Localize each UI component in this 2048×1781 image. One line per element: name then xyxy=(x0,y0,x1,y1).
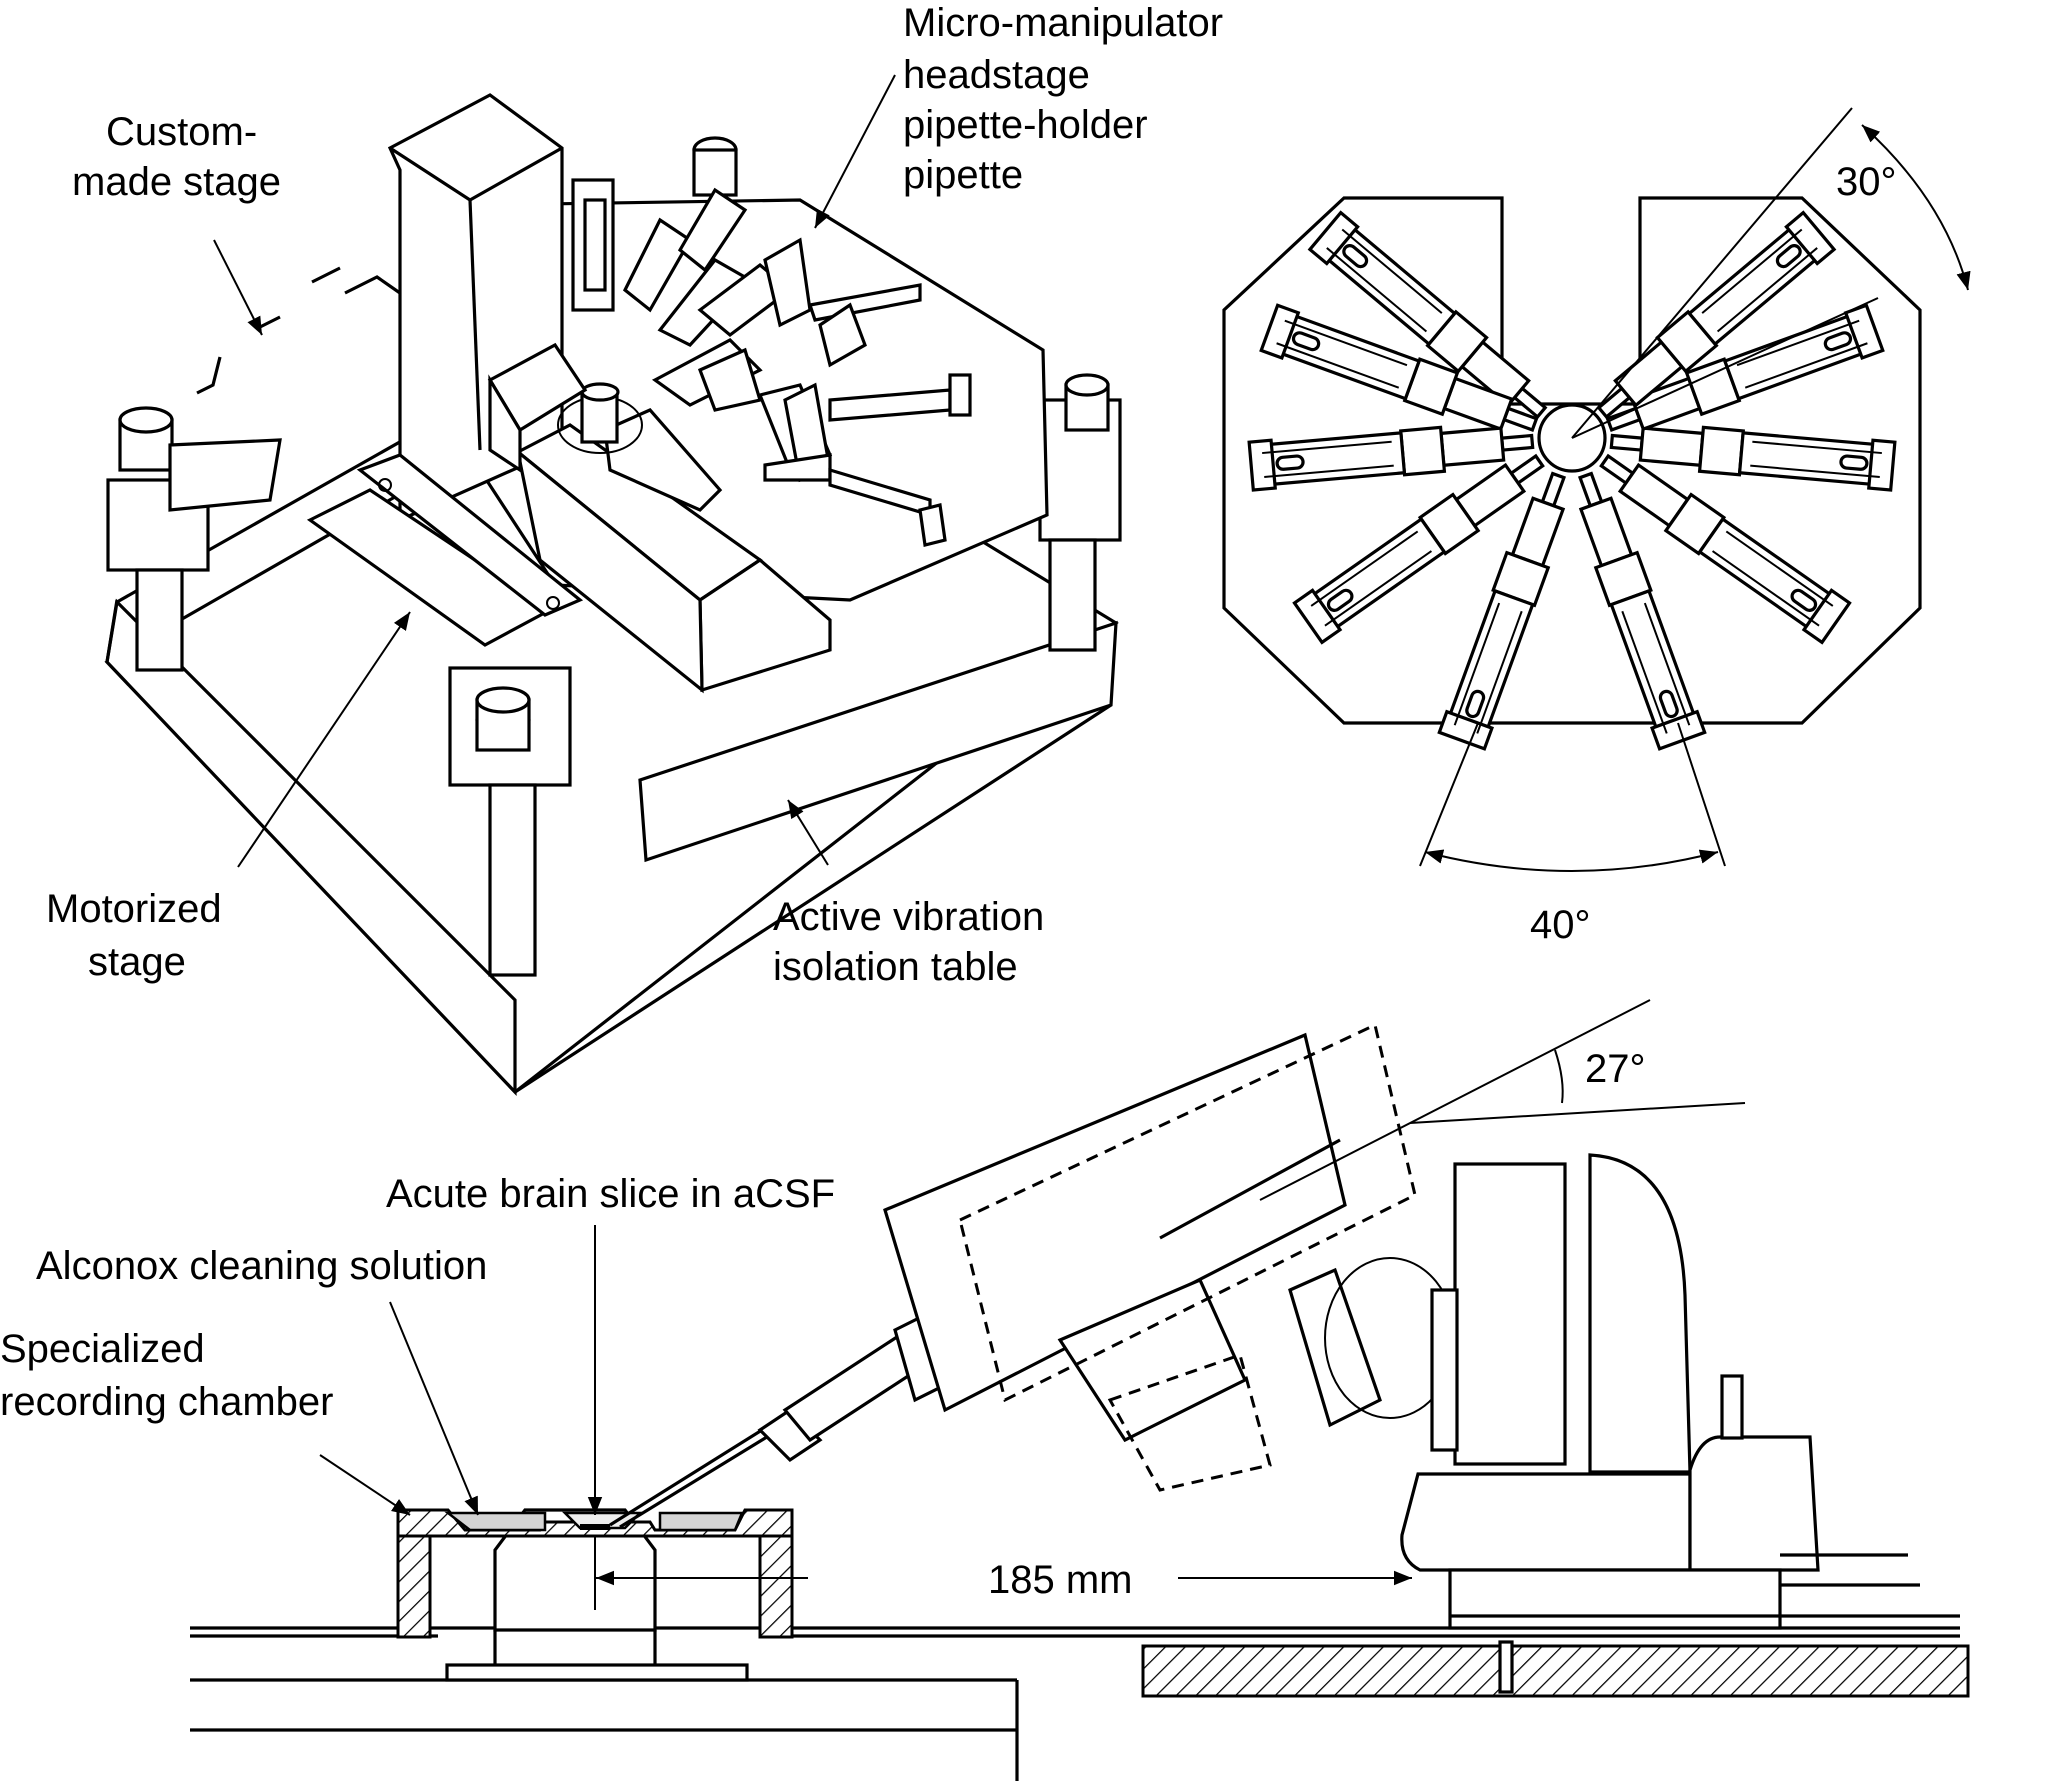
objective-lens xyxy=(557,382,643,454)
center-recording-site xyxy=(1537,403,1607,473)
angle-arc-40 xyxy=(1424,849,1719,872)
label-recording-chamber: Specialized xyxy=(0,1327,205,1371)
label-line: Custom- xyxy=(106,110,257,154)
recording-chamber xyxy=(396,1508,794,1639)
manipulator-top-3 xyxy=(1247,425,1535,492)
label-line: made stage xyxy=(72,160,281,204)
manipulator-top-5 xyxy=(1437,471,1567,751)
leader-arrow xyxy=(237,611,411,868)
leader-arrow xyxy=(389,1301,479,1516)
support-post-front xyxy=(448,666,572,977)
top-view: 30° 40° xyxy=(1222,107,1971,947)
label-recording-chamber: recording chamber xyxy=(0,1380,334,1424)
breadboard-section xyxy=(1141,1644,1970,1698)
label-alconox: Alconox cleaning solution xyxy=(36,1244,487,1288)
leader-arrow xyxy=(787,799,829,866)
angle-arc-30 xyxy=(1861,124,1971,291)
manipulator-top-6 xyxy=(1577,471,1707,751)
support-post-right xyxy=(1038,373,1122,652)
dimension-line xyxy=(1677,722,1726,867)
label-micromanipulator: Micro-manipulator headstage pipette-hold… xyxy=(814,1,1223,229)
leader-arrow xyxy=(213,239,263,336)
label-line: Micro-manipulator xyxy=(903,1,1223,45)
manipulators-iso xyxy=(571,136,972,547)
manipulator-top-4 xyxy=(1292,453,1545,645)
manipulator-top-2 xyxy=(1259,303,1539,433)
label-line: Motorized xyxy=(46,887,222,931)
angle-label-30: 30° xyxy=(1836,160,1897,204)
manipulator-stand xyxy=(1400,1153,1960,1630)
side-view: 27° Acute brain slice in aCSF Alconox cl… xyxy=(0,999,1970,1781)
label-line: pipette xyxy=(903,153,1023,197)
label-motorized-stage: Motorized stage xyxy=(46,611,411,984)
leader-arrow xyxy=(814,74,896,229)
distance-label: 185 mm xyxy=(988,1558,1133,1602)
leader-arrow xyxy=(319,1454,411,1516)
manipulator-top-1 xyxy=(1307,210,1548,420)
motorized-stage xyxy=(306,453,584,647)
label-line: Active vibration xyxy=(773,895,1044,939)
manipulator-side: 27° xyxy=(609,999,1746,1529)
stage-block xyxy=(515,408,832,694)
dimension-line xyxy=(1419,722,1479,867)
recording-chamber-holder xyxy=(487,342,588,473)
angle-arc-27 xyxy=(1554,1049,1564,1104)
manipulator-top-8 xyxy=(1609,425,1897,492)
label-vibration-table: Active vibration isolation table xyxy=(773,799,1044,989)
dimension-line xyxy=(1571,107,1853,439)
mounting-screw xyxy=(1498,1640,1514,1694)
support-post-left xyxy=(106,406,282,672)
angle-label-27: 27° xyxy=(1585,1047,1646,1091)
dimension-line xyxy=(1571,297,1879,439)
label-line: isolation table xyxy=(773,945,1018,989)
manipulator-fan xyxy=(1247,210,1897,751)
label-line: stage xyxy=(88,940,186,984)
label-line: pipette-holder xyxy=(903,103,1148,147)
label-custom-stage: Custom- made stage xyxy=(72,110,281,336)
manipulator-top-10 xyxy=(1596,210,1837,420)
angle-label-40: 40° xyxy=(1530,903,1591,947)
label-line: headstage xyxy=(903,53,1090,97)
isometric-view xyxy=(104,93,1122,1097)
label-brain-slice: Acute brain slice in aCSF xyxy=(386,1172,835,1216)
manipulator-top-7 xyxy=(1599,453,1852,645)
